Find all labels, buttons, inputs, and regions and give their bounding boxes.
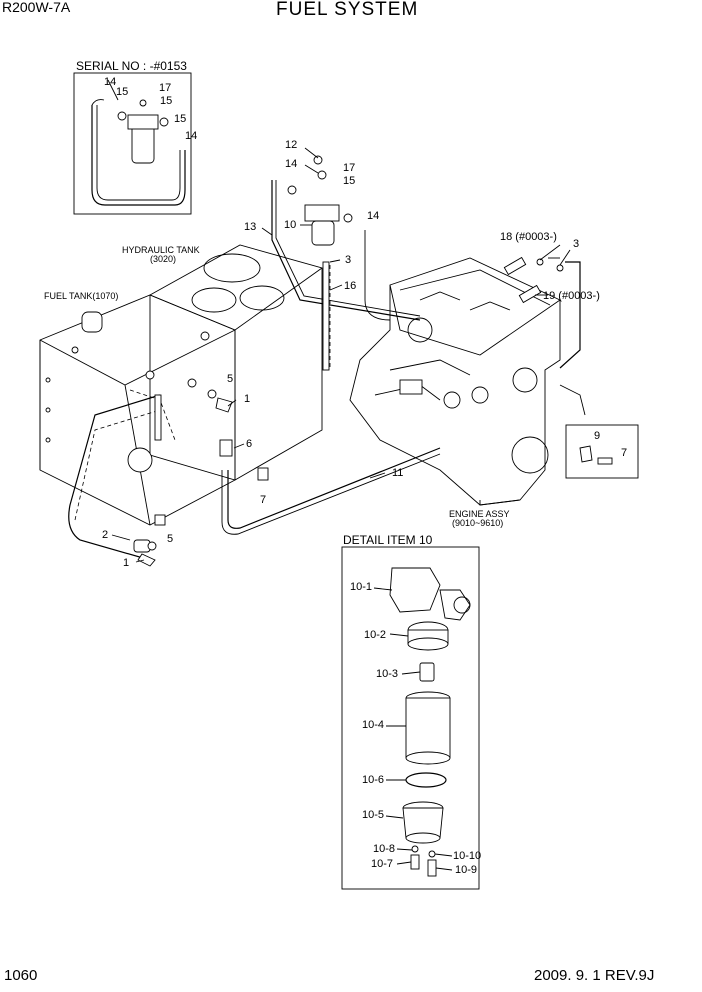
bracket-9 (579, 445, 613, 465)
detail-10-8: 10-8 (373, 843, 396, 855)
fuel-line-13 (271, 180, 421, 321)
callout-11: 11 (392, 467, 404, 479)
callout-17: 17 (343, 162, 356, 174)
detail-10-1: 10-1 (350, 581, 373, 593)
model-code: R200W-7A (2, 0, 71, 15)
callout-16: 16 (344, 280, 357, 292)
serial-filter-assembly (91, 99, 186, 206)
page-number: 1060 (4, 967, 38, 984)
fuel-tank (39, 294, 236, 526)
callout-1b: 1 (123, 557, 130, 569)
callout-7b: 7 (621, 447, 628, 459)
serial-callout-14b: 14 (185, 130, 198, 142)
tank-fittings (133, 389, 269, 567)
serial-box-frame (73, 72, 192, 215)
serial-box-title: SERIAL NO : -#0153 (76, 59, 187, 73)
leader-lines (107, 79, 571, 563)
serial-callout-15a: 15 (116, 86, 129, 98)
detail-10-3: 10-3 (376, 668, 399, 680)
fuel-line-return (364, 230, 391, 321)
hydraulic-tank-code: (3020) (150, 254, 177, 264)
detail-box-title: DETAIL ITEM 10 (343, 533, 433, 547)
callout-3b: 3 (573, 238, 580, 250)
engine-assembly (349, 257, 586, 506)
callout-6: 6 (246, 438, 253, 450)
engine-assy-label: ENGINE ASSY (449, 509, 510, 519)
fuel-line-2-inner (74, 409, 161, 521)
callout-3a: 3 (345, 254, 352, 266)
serial-callout-14a: 14 (104, 76, 117, 88)
callout-9: 9 (594, 430, 601, 442)
callout-10: 10 (284, 219, 297, 231)
callout-12: 12 (285, 139, 298, 151)
detail-10-4: 10-4 (362, 719, 385, 731)
callout-14a: 14 (285, 158, 298, 170)
detail-10-9: 10-9 (455, 864, 478, 876)
callout-15: 15 (343, 175, 356, 187)
detail-10-10: 10-10 (453, 850, 482, 862)
callout-7a: 7 (260, 494, 267, 506)
callout-2: 2 (102, 529, 109, 541)
detail-box-frame (341, 546, 480, 890)
engine-assy-code: (9010~9610) (452, 518, 504, 528)
engine-fittings (503, 256, 581, 369)
serial-callout-17: 17 (159, 82, 172, 94)
serial-callout-15c: 15 (174, 113, 187, 125)
fuel-line-11 (227, 447, 441, 529)
callout-13: 13 (244, 221, 257, 233)
callout-5a: 5 (227, 373, 234, 385)
detail-parts (373, 567, 471, 877)
detail-10-6: 10-6 (362, 774, 385, 786)
callout-1a: 1 (244, 393, 251, 405)
fuel-filter-10 (287, 155, 353, 371)
page-title: FUEL SYSTEM (276, 0, 419, 20)
detail-10-7: 10-7 (371, 858, 394, 870)
detail-10-2: 10-2 (364, 629, 387, 641)
bracket-box-frame (565, 424, 639, 479)
callout-14b: 14 (367, 210, 380, 222)
hydraulic-tank-label: HYDRAULIC TANK (122, 245, 200, 255)
fuel-tank-label: FUEL TANK(1070) (44, 291, 119, 301)
callout-5b: 5 (167, 533, 174, 545)
serial-callout-15b: 15 (160, 95, 173, 107)
fuel-line-2 (68, 394, 161, 561)
detail-10-5: 10-5 (362, 809, 385, 821)
revision-date: 2009. 9. 1 REV.9J (534, 967, 655, 984)
callout-18: 18 (#0003-) (500, 231, 557, 243)
callout-19: 19 (#0003-) (543, 290, 600, 302)
